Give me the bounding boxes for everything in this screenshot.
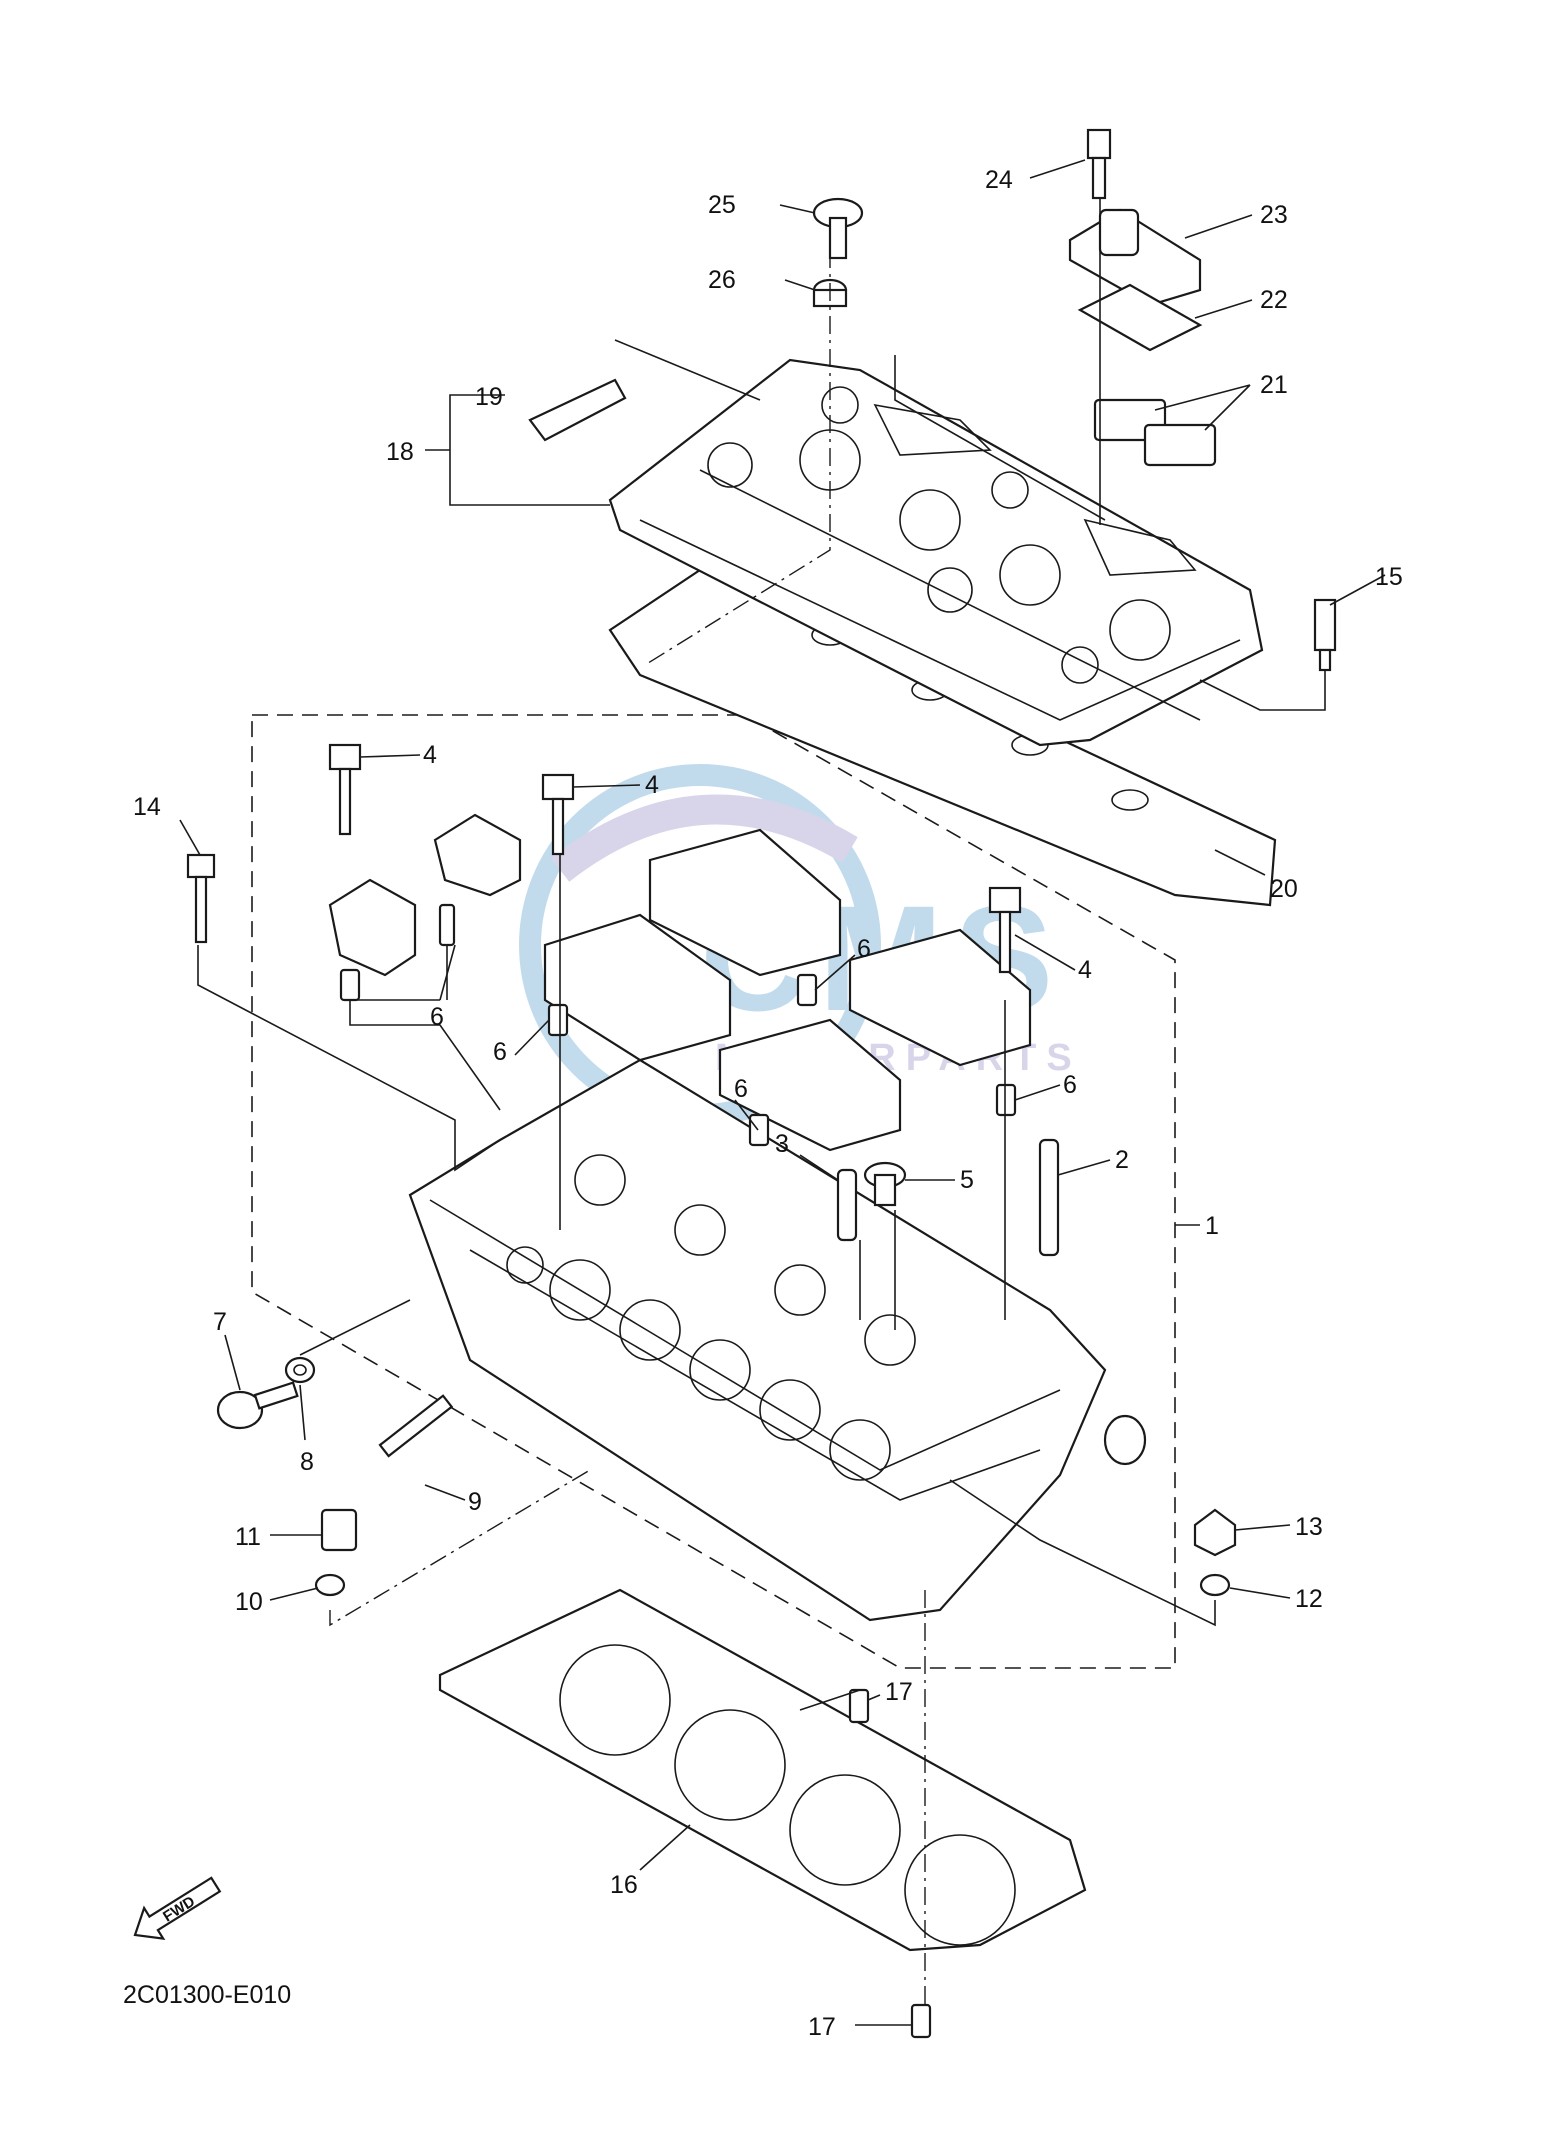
callout-6-b: 6 <box>493 1038 507 1066</box>
plate-19 <box>528 378 627 442</box>
callout-25: 25 <box>708 191 736 219</box>
callout-4-center: 4 <box>645 771 659 799</box>
pipe-3 <box>836 1168 858 1242</box>
callout-16: 16 <box>610 1871 638 1899</box>
callout-9: 9 <box>468 1488 482 1516</box>
bolts-4 <box>328 743 1022 974</box>
callout-leaders <box>179 159 1386 2026</box>
callout-4-right: 4 <box>1078 956 1092 984</box>
construction-lines <box>197 198 1326 2005</box>
callout-20: 20 <box>1270 875 1298 903</box>
callout-10: 10 <box>235 1588 263 1616</box>
callout-labels: 1 2 3 4 4 4 5 6 6 6 6 6 7 8 9 10 11 12 1… <box>133 166 1403 2041</box>
callout-6-d: 6 <box>734 1075 748 1103</box>
callout-19: 19 <box>475 383 503 411</box>
cylinder-head-gasket <box>438 1588 1087 1952</box>
callout-5: 5 <box>960 1166 974 1194</box>
callout-23: 23 <box>1260 201 1288 229</box>
callout-26: 26 <box>708 266 736 294</box>
callout-1: 1 <box>1205 1212 1219 1240</box>
washer-10 <box>314 1573 346 1597</box>
dowel-17-lower <box>910 2003 932 2039</box>
cylinder-head-cover <box>608 358 1264 747</box>
callout-4-left: 4 <box>423 741 437 769</box>
callout-6-c: 6 <box>857 935 871 963</box>
dowel-17-upper <box>848 1688 870 1724</box>
dowel-pins-6 <box>339 903 1017 1147</box>
watermark-globe-arc <box>550 794 858 882</box>
washer-8 <box>284 1356 316 1384</box>
callout-2: 2 <box>1115 1146 1129 1174</box>
camshaft-caps <box>328 813 1032 1152</box>
stud-9 <box>378 1394 454 1458</box>
reed-valves-21 <box>1093 398 1217 467</box>
callout-22: 22 <box>1260 286 1288 314</box>
reed-plate-22 <box>1077 283 1203 352</box>
cylinder-head <box>408 1058 1147 1622</box>
breather-cover-23 <box>1068 208 1202 307</box>
callout-17-upper: 17 <box>885 1678 913 1706</box>
bolt-14 <box>186 853 216 944</box>
callout-14: 14 <box>133 793 161 821</box>
callout-15: 15 <box>1375 563 1403 591</box>
bolt-7 <box>216 1381 299 1430</box>
callout-6-a: 6 <box>430 1003 444 1031</box>
nut-13 <box>1193 1508 1237 1557</box>
callout-8: 8 <box>300 1448 314 1476</box>
callout-21: 21 <box>1260 371 1288 399</box>
callout-6-e: 6 <box>1063 1071 1077 1099</box>
pipe-2 <box>1038 1138 1060 1257</box>
diagram-code: 2C01300-E010 <box>123 1981 291 2009</box>
callout-18: 18 <box>386 438 414 466</box>
callout-13: 13 <box>1295 1513 1323 1541</box>
callout-7: 7 <box>213 1308 227 1336</box>
collar-11 <box>320 1508 358 1552</box>
callout-24: 24 <box>985 166 1013 194</box>
cap-25 <box>812 197 864 260</box>
bolt-24 <box>1086 128 1112 200</box>
callout-12: 12 <box>1295 1585 1323 1613</box>
fwd-arrow-icon: FWD <box>133 1876 222 1940</box>
plug-5 <box>863 1161 907 1207</box>
callout-11: 11 <box>235 1523 261 1551</box>
callout-3: 3 <box>775 1130 789 1158</box>
callout-17-lower: 17 <box>808 2013 836 2041</box>
spark-plug-15 <box>1313 598 1337 672</box>
washer-12 <box>1199 1573 1231 1597</box>
